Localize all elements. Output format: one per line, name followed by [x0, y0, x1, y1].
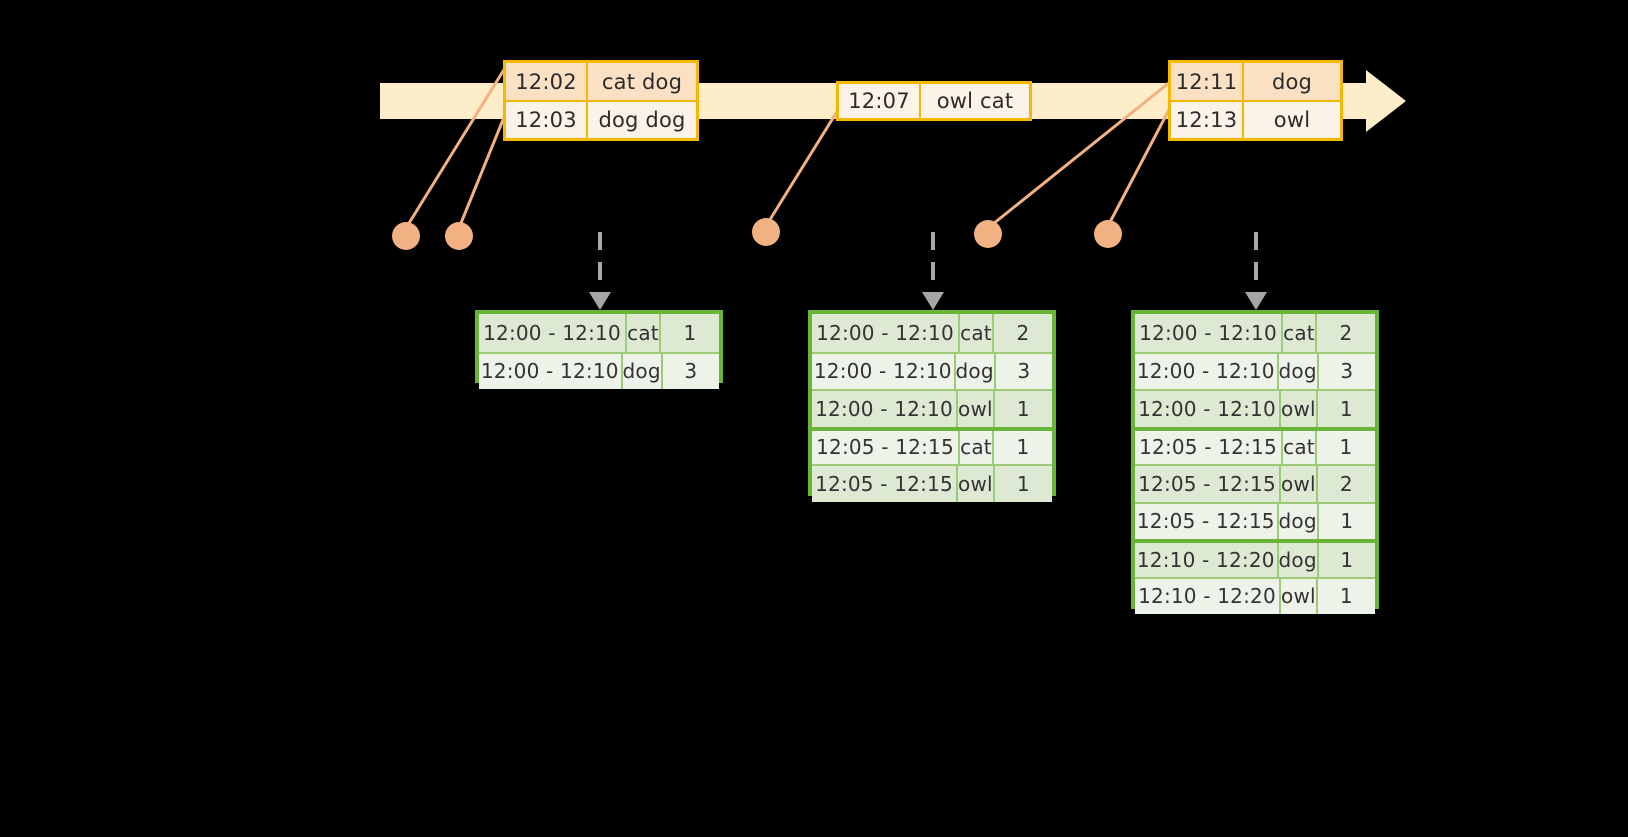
- cell-count: 3: [1017, 359, 1031, 384]
- event-row: 12:07 owl cat: [839, 84, 1029, 118]
- event-dot-1: [392, 222, 420, 250]
- event-words: owl: [1273, 108, 1311, 132]
- events-group-3: 12:11 dog 12:13 owl: [1168, 60, 1343, 141]
- cell-window: 12:00 - 12:10: [812, 353, 956, 389]
- cell-window: 12:05 - 12:15: [1135, 430, 1283, 464]
- event-time: 12:07: [839, 84, 921, 118]
- connector-line-3: [764, 109, 840, 227]
- cell-count: 1: [1340, 547, 1354, 572]
- cell-word: owl: [958, 391, 995, 427]
- cell-count: 1: [1016, 435, 1030, 460]
- event-words: dog dog: [598, 108, 686, 132]
- cell-count: 3: [684, 359, 698, 384]
- timeline-arrowhead: [1366, 70, 1406, 132]
- event-row: 12:02 cat dog: [506, 63, 696, 100]
- cell-count: 1: [1016, 396, 1030, 421]
- event-words: dog: [1271, 69, 1313, 94]
- event-dot-2: [445, 222, 473, 250]
- cell-window: 12:00 - 12:10: [812, 314, 960, 352]
- cell-count: 2: [1016, 320, 1030, 345]
- cell-window: 12:00 - 12:10: [479, 314, 627, 352]
- cell-word: dog: [956, 353, 996, 389]
- event-time: 12:02: [506, 63, 588, 100]
- cell-word: owl: [958, 466, 995, 502]
- cell-word: owl: [1281, 466, 1318, 502]
- cell-count: 3: [1340, 359, 1354, 384]
- cell-window: 12:05 - 12:15: [1135, 503, 1279, 539]
- cell-window: 12:05 - 12:15: [812, 430, 960, 464]
- cell-count: 1: [1339, 584, 1353, 609]
- cell-word: cat: [960, 430, 994, 464]
- event-time: 12:11: [1171, 63, 1244, 100]
- cell-word: dog: [1279, 503, 1319, 539]
- dashed-arrow-1: [589, 232, 611, 310]
- cell-window: 12:00 - 12:10: [1135, 314, 1283, 352]
- cell-window: 12:05 - 12:15: [812, 466, 959, 502]
- cell-word: cat: [960, 314, 994, 352]
- event-time: 12:03: [506, 102, 588, 138]
- cell-count: 1: [1016, 471, 1030, 496]
- cell-word: cat: [1283, 314, 1317, 352]
- cell-count: 1: [1339, 435, 1353, 460]
- event-dot-5: [1094, 220, 1122, 248]
- cell-window: 12:00 - 12:10: [812, 391, 959, 427]
- event-time: 12:13: [1171, 102, 1244, 138]
- events-group-2: 12:07 owl cat: [836, 81, 1032, 121]
- connector-line-1: [404, 67, 507, 229]
- cell-word: dog: [1279, 353, 1319, 389]
- event-words: cat dog: [601, 69, 683, 94]
- cell-window: 12:00 - 12:10: [1135, 353, 1279, 389]
- cell-window: 12:00 - 12:10: [479, 353, 623, 389]
- event-dot-3: [752, 218, 780, 246]
- cell-count: 2: [1339, 471, 1353, 496]
- event-row: 12:13 owl: [1171, 100, 1340, 138]
- cell-window: 12:10 - 12:20: [1135, 543, 1279, 577]
- cell-word: owl: [1281, 391, 1318, 427]
- event-row: 12:11 dog: [1171, 63, 1340, 100]
- cell-window: 12:05 - 12:15: [1135, 466, 1282, 502]
- event-row: 12:03 dog dog: [506, 100, 696, 138]
- cell-count: 1: [1339, 396, 1353, 421]
- cell-word: dog: [623, 353, 663, 389]
- dashed-arrow-2: [922, 232, 944, 310]
- cell-word: cat: [1283, 430, 1317, 464]
- events-group-1: 12:02 cat dog 12:03 dog dog: [503, 60, 699, 141]
- cell-word: owl: [1281, 578, 1318, 614]
- connector-line-2: [457, 109, 509, 229]
- event-dot-4: [974, 220, 1002, 248]
- cell-count: 2: [1339, 320, 1353, 345]
- cell-count: 1: [683, 320, 697, 345]
- event-words: owl cat: [936, 89, 1014, 113]
- cell-count: 1: [1340, 509, 1354, 534]
- cell-window: 12:00 - 12:10: [1135, 391, 1282, 427]
- connector-line-5: [1106, 103, 1174, 227]
- cell-word: cat: [627, 314, 661, 352]
- cell-window: 12:10 - 12:20: [1135, 578, 1282, 614]
- cell-word: dog: [1279, 543, 1319, 577]
- dashed-arrow-3: [1245, 232, 1267, 310]
